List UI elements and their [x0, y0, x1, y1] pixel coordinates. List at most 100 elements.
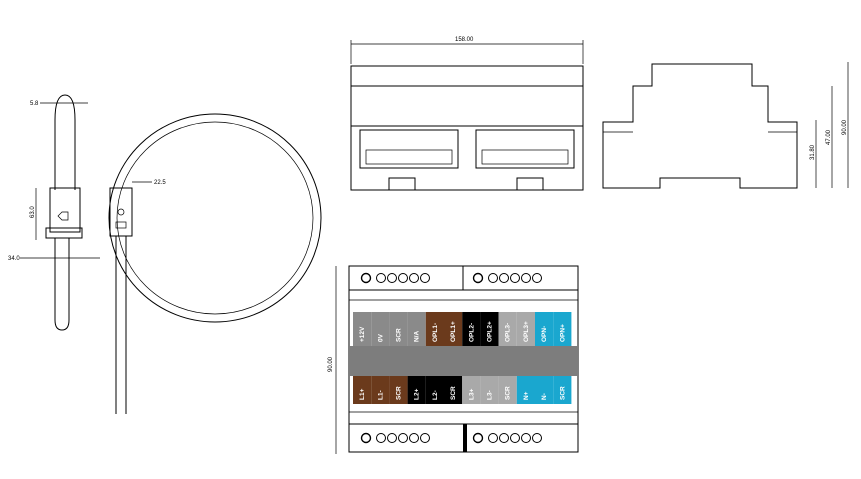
terminal-color-block: [353, 312, 372, 346]
terminal-color-block: [425, 312, 444, 346]
terminal-color-block: [407, 376, 426, 404]
terminal-label: L1+: [359, 388, 366, 400]
rogowski-coil-drawing: 5.8 22.5 63.0 34.0: [8, 94, 322, 414]
terminal-color-block: [480, 312, 499, 346]
coil-right-head: [109, 187, 133, 237]
screw-hole: [409, 433, 419, 443]
screw-hole: [510, 433, 520, 443]
screw-hole: [521, 273, 531, 283]
terminal-color-block: [462, 312, 481, 346]
terminal-label: L3-: [487, 390, 494, 400]
screw-hole: [499, 273, 509, 283]
terminal-color-block: [535, 376, 554, 404]
terminal-color-block: [480, 376, 499, 404]
terminal-color-block: [371, 376, 390, 404]
coil-left-end: [54, 94, 76, 190]
terminal-label: L1-: [377, 390, 384, 400]
screw-hole: [360, 432, 372, 444]
terminal-color-block: [462, 376, 481, 404]
dimension-top-height: 90.00: [328, 356, 334, 372]
screw-hole: [472, 272, 484, 284]
terminal-label: SCR: [396, 328, 403, 342]
terminal-label: OPL1-: [432, 323, 439, 342]
terminal-color-block: [444, 312, 463, 346]
top-screw-row: [360, 272, 542, 284]
coil-loop-inner: [116, 121, 314, 315]
front-terminal-block-left: [359, 129, 459, 169]
terminal-label: L3+: [468, 388, 475, 400]
terminal-label: SCR: [396, 386, 403, 400]
terminal-label: L2+: [414, 388, 421, 400]
side-view-drawing: 31.80 47.00 90.00: [602, 62, 849, 189]
terminal-color-block: [498, 312, 517, 346]
terminal-color-block: [371, 312, 390, 346]
screw-hole: [420, 433, 430, 443]
terminal-color-block: [389, 312, 408, 346]
screw-hole: [510, 273, 520, 283]
coil-left-head-base: [45, 227, 83, 239]
front-view-drawing: 158.00: [350, 37, 584, 191]
screw-hole: [488, 433, 498, 443]
terminal-label: SCR: [559, 386, 566, 400]
dimension-coil-b: 22.5: [154, 180, 166, 186]
dimension-coil-a: 5.8: [30, 101, 39, 107]
terminal-label: SCR: [505, 386, 512, 400]
front-clip-right: [516, 177, 544, 191]
terminal-color-block: [407, 312, 426, 346]
screw-hole: [409, 273, 419, 283]
screw-hole: [472, 432, 484, 444]
coil-left-tail: [54, 238, 70, 331]
bottom-screw-row: [360, 432, 542, 444]
dimension-coil-base-width: 34.0: [8, 256, 20, 262]
terminal-color-block: [516, 312, 535, 346]
top-view-drawing: 90.00 +12V 0V SCR N/A OPL1- OPL1+ OPL2- OPL2+ OP…: [328, 265, 579, 454]
middle-band: [349, 346, 578, 376]
terminal-label: L2-: [432, 390, 439, 400]
bottom-terminal-row: L1+ L1- SCR L2+ L2- SCR L3+ L3- SCR N+ N- SCR: [353, 376, 572, 404]
side-body: [602, 63, 798, 189]
terminal-label: +12V: [359, 326, 366, 342]
terminal-color-block: [353, 376, 372, 404]
terminal-label: OPL1+: [450, 321, 457, 342]
terminal-label: OPL3-: [505, 323, 512, 342]
screw-hole: [532, 433, 542, 443]
terminal-label: N/A: [414, 331, 421, 343]
front-clip-left: [388, 177, 416, 191]
terminal-label: OPN-: [541, 326, 548, 342]
terminal-label: SCR: [450, 386, 457, 400]
screw-hole: [376, 273, 386, 283]
screw-hole: [499, 433, 509, 443]
terminal-label: OPL2+: [487, 321, 494, 342]
terminal-color-block: [553, 376, 572, 404]
dimension-side-total: 90.00: [842, 119, 848, 135]
dimension-front-width: 158.00: [455, 37, 474, 43]
dimension-coil-head-height: 63.0: [30, 206, 36, 218]
screw-hole: [398, 433, 408, 443]
screw-hole: [360, 272, 372, 284]
screw-hole: [488, 273, 498, 283]
front-terminal-block-right: [475, 129, 575, 169]
screw-hole: [387, 433, 397, 443]
terminal-label: OPN+: [559, 324, 566, 342]
screw-hole: [376, 433, 386, 443]
terminal-color-block: [425, 376, 444, 404]
terminal-label: OPL2-: [468, 323, 475, 342]
top-terminal-row: +12V 0V SCR N/A OPL1- OPL1+ OPL2- OPL2+ OPL3- OPL…: [353, 312, 572, 346]
terminal-label: N+: [523, 391, 530, 400]
terminal-label: 0V: [377, 333, 384, 342]
terminal-label: OPL3+: [523, 321, 530, 342]
terminal-label: N-: [541, 393, 548, 400]
screw-hole: [387, 273, 397, 283]
coil-loop-outer: [108, 113, 322, 323]
terminal-color-block: [553, 312, 572, 346]
screw-hole: [420, 273, 430, 283]
terminal-color-block: [389, 376, 408, 404]
terminal-color-block: [516, 376, 535, 404]
terminal-color-block: [498, 376, 517, 404]
dimension-side-low: 31.80: [810, 144, 816, 160]
coil-left-head: [49, 187, 81, 233]
screw-hole: [398, 273, 408, 283]
coil-right-slot: [115, 221, 127, 229]
dimension-side-mid: 47.00: [826, 129, 832, 145]
